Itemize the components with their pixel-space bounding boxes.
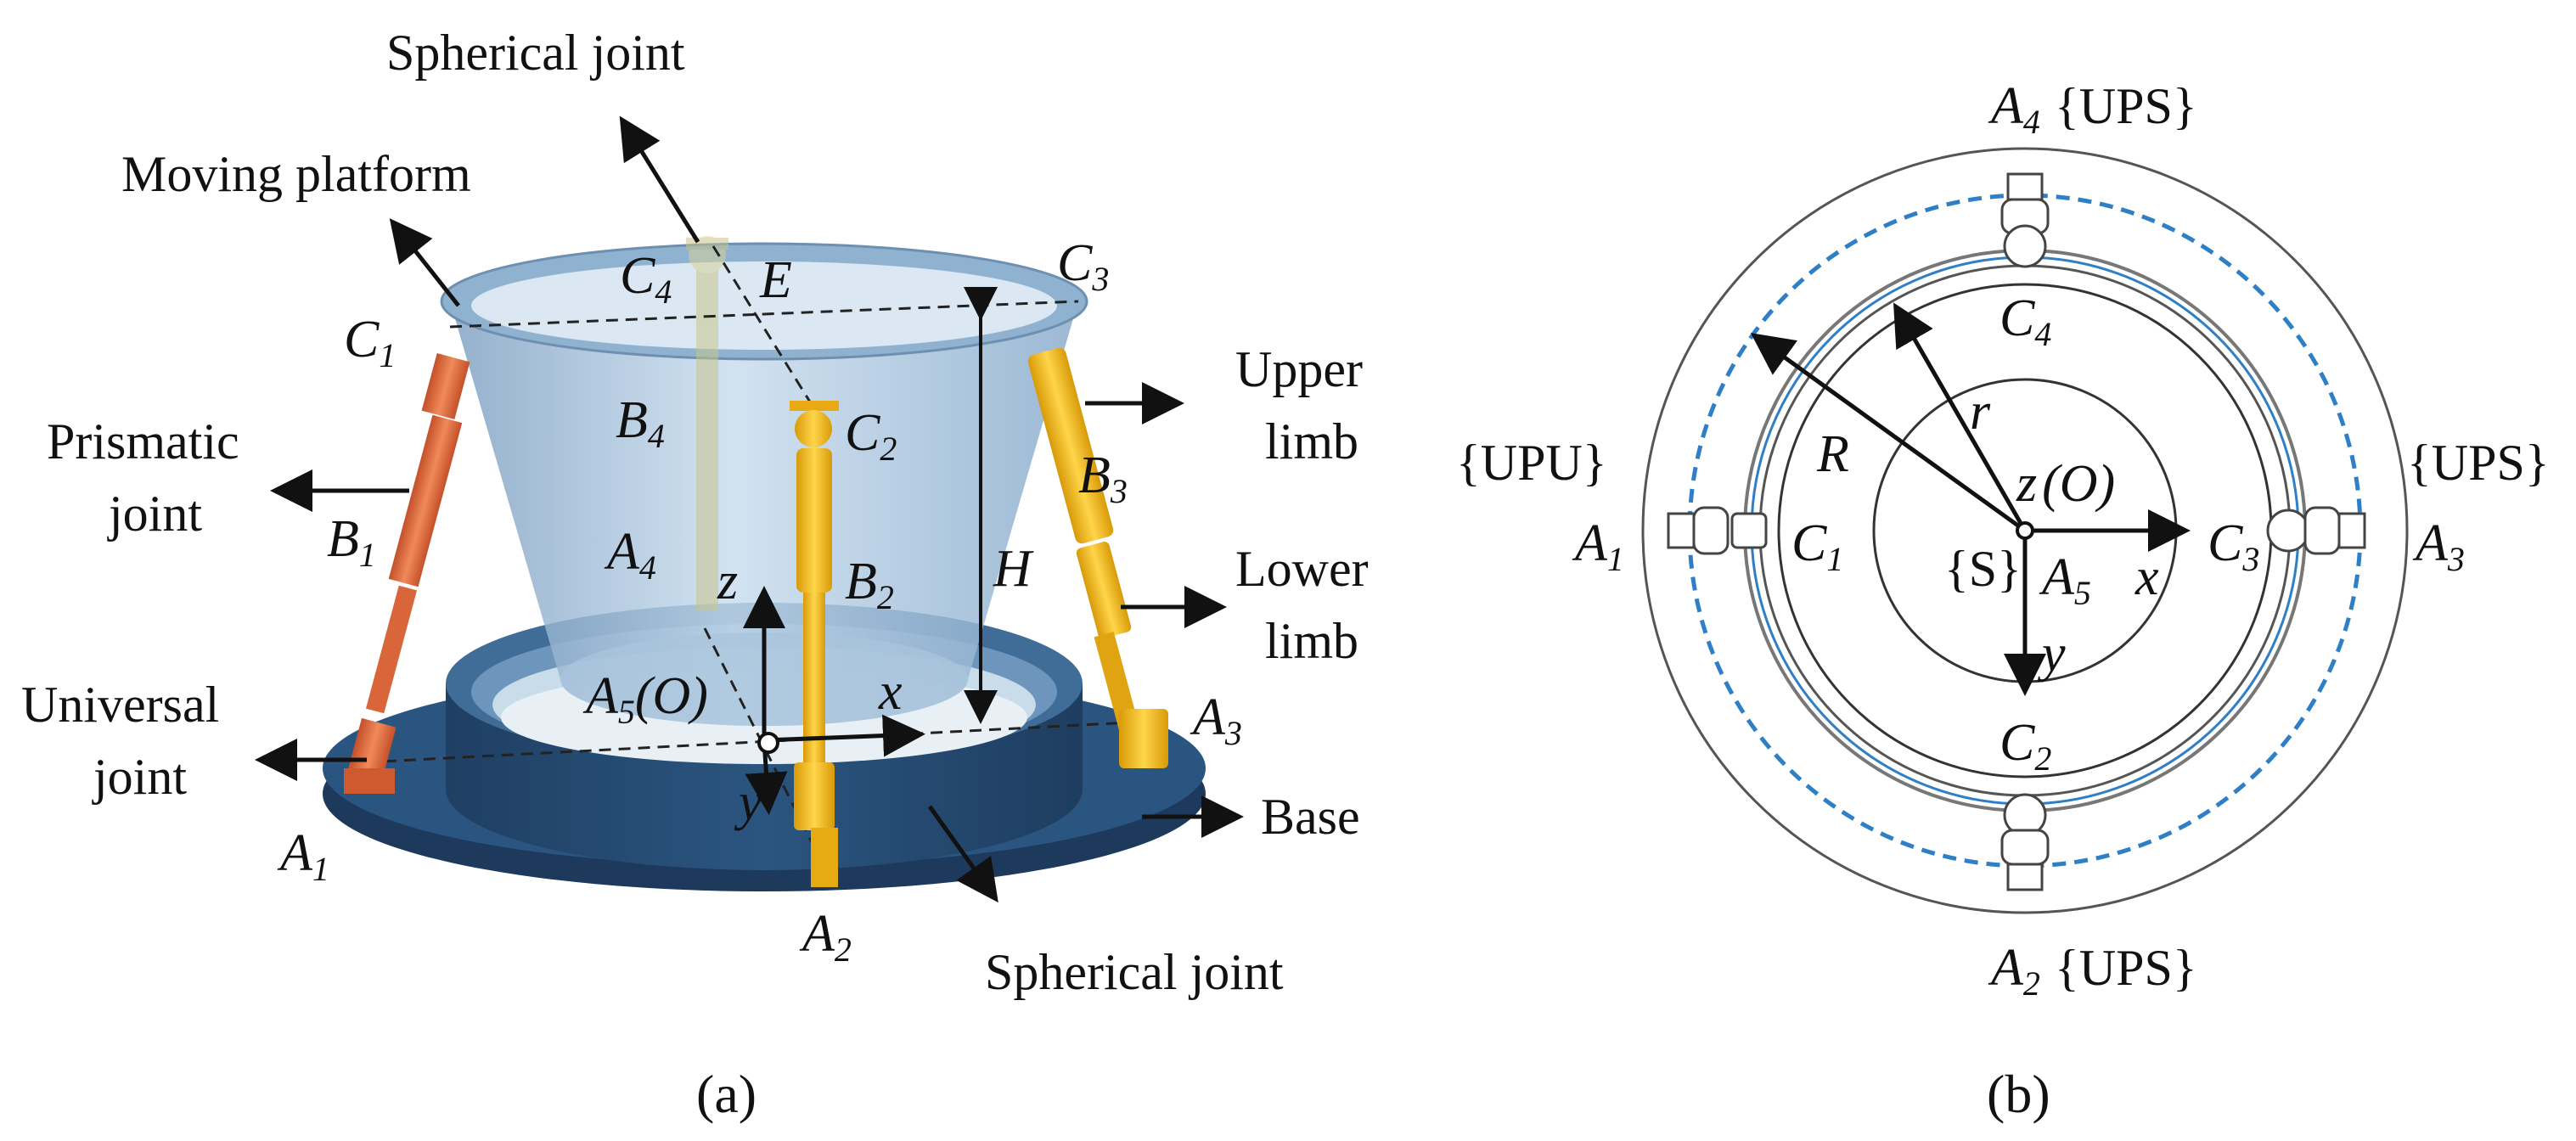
limb-glyph-left [1667,506,1768,555]
label-z-b: z(O) [2016,455,2115,513]
sym-e: E [759,251,792,309]
limb-glyph-top [2000,172,2050,268]
radius-r-arrow [1893,302,2028,532]
label-lower-limb: limb [1265,613,1358,669]
sym-b3: B3 [1078,447,1128,510]
sym-b2: B2 [845,553,894,616]
label-a1-type: {UPU} [1456,435,1607,491]
label-y-b: y [2037,625,2066,683]
label-universal: Universal [21,677,219,733]
label-a2-b: A2 [1988,939,2040,1003]
label-c2-b: C2 [1999,714,2051,778]
radius-R-arrow [1750,333,2027,533]
label-a4-b: A4 [1988,77,2040,141]
sym-h: H [993,540,1034,598]
limb-glyph-right [2266,506,2366,555]
label-c3-b: C3 [2208,514,2259,578]
label-a5-b: A5 [2039,548,2091,612]
caption-b: (b) [1987,1064,2050,1124]
label-r-small: r [1970,383,1991,441]
label-frame-s: {S} [1944,541,2022,597]
limb-2-yellow [790,401,839,887]
label-a1-b: A1 [1572,514,1624,578]
sym-y-a: y [734,773,762,831]
platform-diameter-c4c2 [711,245,813,404]
sym-c3: C3 [1057,234,1109,298]
label-x-b: x [2134,548,2159,606]
sym-b4: B4 [616,391,665,455]
sym-a2: A2 [799,905,852,969]
caption-a: (a) [696,1064,756,1124]
sym-z-a: z [717,553,738,610]
base-diameter-a1a3 [364,720,1147,764]
label-a4-type: {UPS} [2055,78,2197,134]
label-upper: Upper [1235,341,1363,397]
callout-arrows [255,115,1244,903]
sym-c1: C1 [344,311,396,374]
panel-a-frame [743,586,925,815]
arrow-moving-platform [389,218,460,307]
outer-base-circle [1641,147,2409,914]
label-c4-b: C4 [1999,289,2051,353]
sym-a5: A5(O) [582,667,708,731]
sym-x-a: x [878,663,903,721]
label-c1-b: C1 [1791,514,1843,578]
label-base: Base [1261,789,1360,845]
limb-4-hidden [686,236,728,611]
label-upper-limb: limb [1265,413,1358,469]
sym-c4: C4 [620,247,672,311]
limb-1-orange [344,353,470,794]
limb-3-yellow [1027,347,1168,768]
label-a3-type: {UPS} [2407,435,2550,491]
limb-glyph-bottom [2000,793,2050,891]
sym-c2: C2 [845,404,897,468]
panel-a: Spherical joint Moving platform Prismati… [21,25,1369,1124]
platform-diameter-c1c3 [449,300,1079,329]
label-lower: Lower [1235,541,1369,597]
label-universal-joint: joint [92,749,187,805]
sym-a1: A1 [277,824,329,888]
origin-b [2016,521,2034,540]
label-R: R [1816,425,1849,483]
label-prismatic: Prismatic [47,413,239,469]
sym-a4: A4 [604,523,656,587]
arrow-spherical-joint-bottom [927,805,998,903]
label-prismatic-joint: joint [107,486,202,542]
label-a3-b: A3 [2412,514,2465,578]
panel-b: A4 {UPS} C4 r R {UPU} A1 C1 z(O) {S} A5 … [1456,77,2550,1124]
arrow-spherical-joint-top [619,115,700,244]
sym-b1: B1 [327,510,376,574]
sym-a3: A3 [1190,689,1242,752]
label-moving-platform: Moving platform [121,146,471,202]
label-spherical-joint-bottom: Spherical joint [985,944,1284,1000]
label-a2-type: {UPS} [2055,940,2197,996]
label-spherical-joint-top: Spherical joint [386,25,685,81]
